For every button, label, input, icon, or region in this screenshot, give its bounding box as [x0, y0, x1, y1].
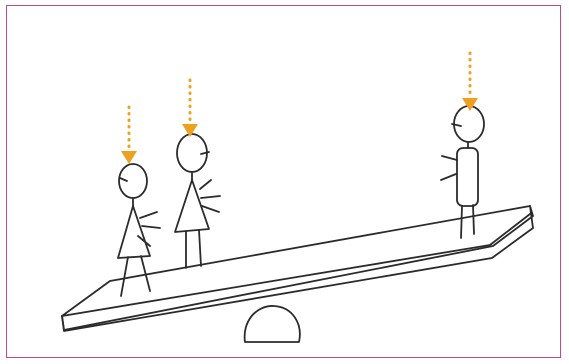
legs — [460, 204, 475, 239]
head — [453, 105, 485, 143]
force-arrow-left — [121, 105, 137, 164]
body — [456, 147, 479, 207]
seesaw-plank-edge — [61, 205, 534, 332]
down-arrow-icon — [462, 98, 478, 111]
nose — [200, 151, 210, 155]
head — [118, 163, 148, 199]
down-arrow-icon — [182, 124, 198, 137]
down-arrow-icon — [121, 151, 137, 164]
legs — [185, 229, 202, 269]
figure-left — [117, 163, 161, 297]
dress — [117, 205, 151, 259]
dress — [174, 179, 210, 233]
arms — [137, 211, 161, 247]
arms — [440, 155, 458, 181]
legs — [120, 255, 151, 297]
arms — [199, 179, 221, 213]
nose — [119, 177, 128, 182]
force-arrow-right — [462, 51, 478, 111]
figure-middle — [174, 133, 221, 269]
fulcrum — [243, 305, 301, 343]
seesaw-plank-inner-edge — [61, 213, 531, 317]
figure-right — [440, 105, 485, 239]
nose — [451, 123, 462, 127]
force-arrow-middle — [182, 78, 198, 137]
